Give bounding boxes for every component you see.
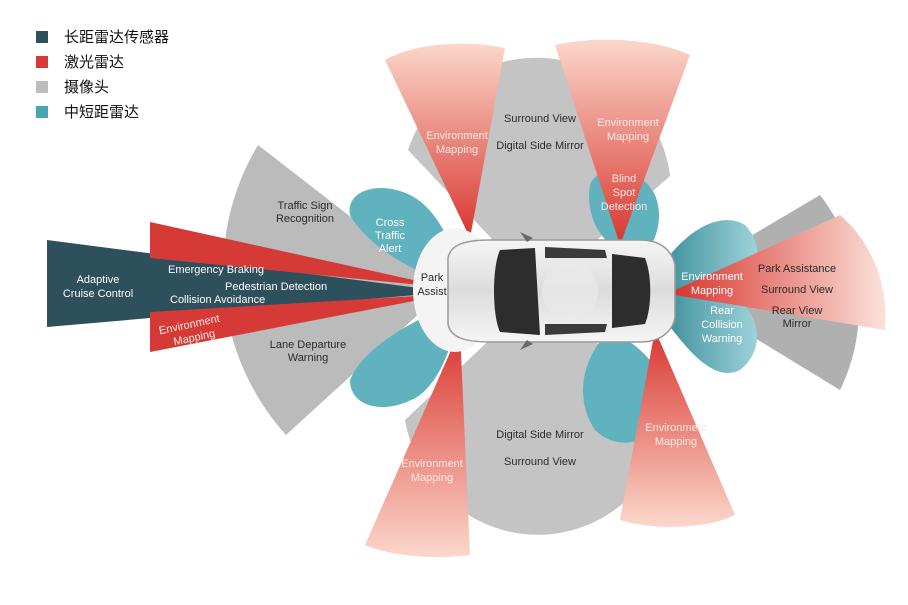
lidar-rear-beam: [675, 215, 886, 330]
env-mapping-tr-label-line2: Mapping: [607, 131, 649, 143]
legend-item-short-range-radar: 中短距雷达: [36, 99, 169, 124]
legend-label: 激光雷达: [64, 53, 125, 71]
collision-avoidance-label: Collision Avoidance: [170, 294, 265, 306]
legend-label: 摄像头: [64, 78, 110, 96]
park-assist-label-line1: Park: [421, 272, 444, 284]
lane-departure-label-line1: Lane Departure: [270, 339, 346, 351]
legend-swatch: [36, 105, 48, 118]
surround-view-rear-label: Surround View: [761, 284, 833, 296]
adaptive-cruise-label-line2: Cruise Control: [63, 288, 133, 300]
env-mapping-rear-label-line2: Mapping: [691, 285, 733, 297]
traffic-sign-label-line2: Recognition: [276, 213, 334, 225]
rear-view-mirror-label-line2: Mirror: [783, 318, 812, 330]
rear-collision-label-line3: Warning: [702, 333, 743, 345]
legend-swatch: [36, 80, 48, 93]
rear-view-mirror-label-line1: Rear View: [772, 305, 823, 317]
surround-view-bottom-label: Surround View: [504, 456, 576, 468]
lane-departure-label-line2: Warning: [288, 352, 329, 364]
legend-swatch: [36, 55, 48, 68]
adaptive-cruise-label-line1: Adaptive: [77, 274, 120, 286]
surround-view-top-label: Surround View: [504, 113, 576, 125]
park-assistance-label: Park Assistance: [758, 263, 836, 275]
cross-traffic-label-line1: Cross: [376, 217, 405, 229]
long-range-radar-beam: [47, 240, 450, 327]
digital-mirror-bottom-label: Digital Side Mirror: [496, 429, 584, 441]
env-mapping-rear-label-line1: Environment: [681, 271, 743, 283]
legend-item-long-range-radar: 长距雷达传感器: [36, 24, 169, 49]
lidar-bottom-left-beam: [365, 330, 470, 558]
env-mapping-tl-label-line1: Environment: [426, 130, 488, 142]
lidar-top-left-beam: [385, 43, 505, 238]
legend: 长距雷达传感器 激光雷达 摄像头 中短距雷达: [36, 24, 169, 124]
pedestrian-detection-label: Pedestrian Detection: [225, 281, 327, 293]
car: [447, 232, 676, 350]
legend-label: 中短距雷达: [64, 103, 140, 121]
env-mapping-bl-label-line1: Environment: [401, 458, 463, 470]
lidar-front-lower-beam: [150, 294, 450, 352]
rear-collision-label-line2: Collision: [701, 319, 743, 331]
digital-mirror-top-label: Digital Side Mirror: [496, 140, 584, 152]
cross-traffic-label-line2: Traffic: [375, 230, 405, 242]
rear-collision-label-line1: Rear: [710, 305, 734, 317]
env-mapping-tl-label-line2: Mapping: [436, 144, 478, 156]
legend-label: 长距雷达传感器: [64, 28, 170, 46]
env-mapping-tr-label-line1: Environment: [597, 117, 659, 129]
traffic-sign-label-line1: Traffic Sign: [277, 200, 332, 212]
legend-item-lidar: 激光雷达: [36, 49, 169, 74]
legend-item-camera: 摄像头: [36, 74, 169, 99]
lidar-bottom-right-beam: [620, 330, 735, 527]
lidar-top-right-beam: [555, 39, 690, 245]
legend-swatch: [36, 30, 48, 43]
env-mapping-br-label-line2: Mapping: [655, 436, 697, 448]
blind-spot-label-line2: Spot: [613, 187, 636, 199]
env-mapping-br-label-line1: Environment: [645, 422, 707, 434]
park-assist-label-line2: Assist: [417, 286, 446, 298]
blind-spot-label-line3: Detection: [601, 201, 647, 213]
emergency-braking-label: Emergency Braking: [168, 264, 264, 276]
lidar-front-upper-beam: [150, 222, 450, 288]
blind-spot-label-line1: Blind: [612, 173, 636, 185]
env-mapping-bl-label-line2: Mapping: [411, 472, 453, 484]
cross-traffic-label-line3: Alert: [379, 243, 402, 255]
